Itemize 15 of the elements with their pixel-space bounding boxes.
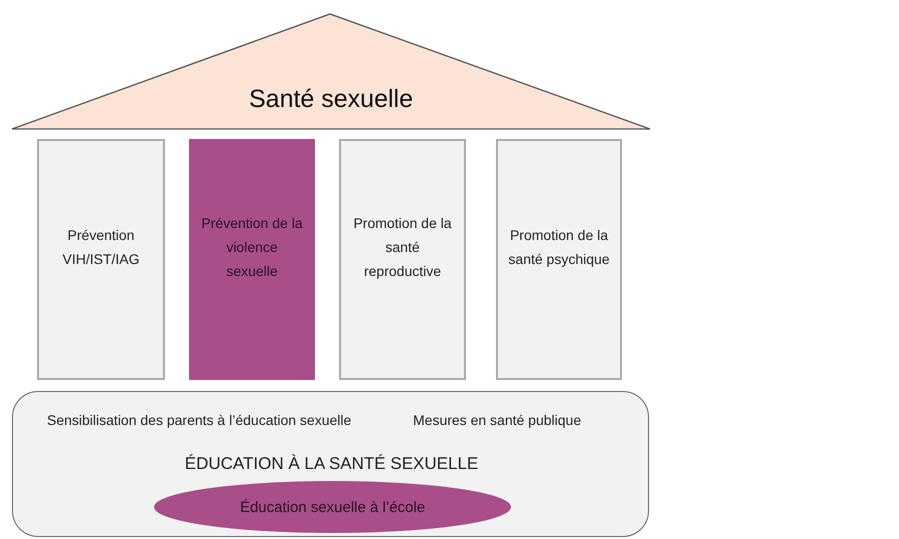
foundation-box <box>12 391 649 537</box>
roof-title: Santé sexuelle <box>248 85 414 114</box>
pillar-box <box>339 139 466 380</box>
foundation-heading: ÉDUCATION À LA SANTÉ SEXUELLE <box>184 454 480 474</box>
ellipse-label: Éducation sexuelle à l’école <box>240 498 426 516</box>
foundation-label: Mesures en santé publique <box>413 412 582 428</box>
pillar-label: Promotion de la santé psychique <box>507 226 611 269</box>
foundation-label: Sensibilisation des parents à l’éducation sexuelle <box>47 412 352 428</box>
pillar-label: Prévention VIH/IST/IAG <box>61 226 140 268</box>
pillar-label: Promotion de la santé reproductive <box>352 214 453 281</box>
pillar-box <box>189 139 315 380</box>
pillar-box <box>37 139 165 380</box>
roof-triangle <box>10 12 652 132</box>
pillar-label: Prévention de la violence sexuelle <box>200 214 304 280</box>
pillar-box <box>496 139 622 380</box>
